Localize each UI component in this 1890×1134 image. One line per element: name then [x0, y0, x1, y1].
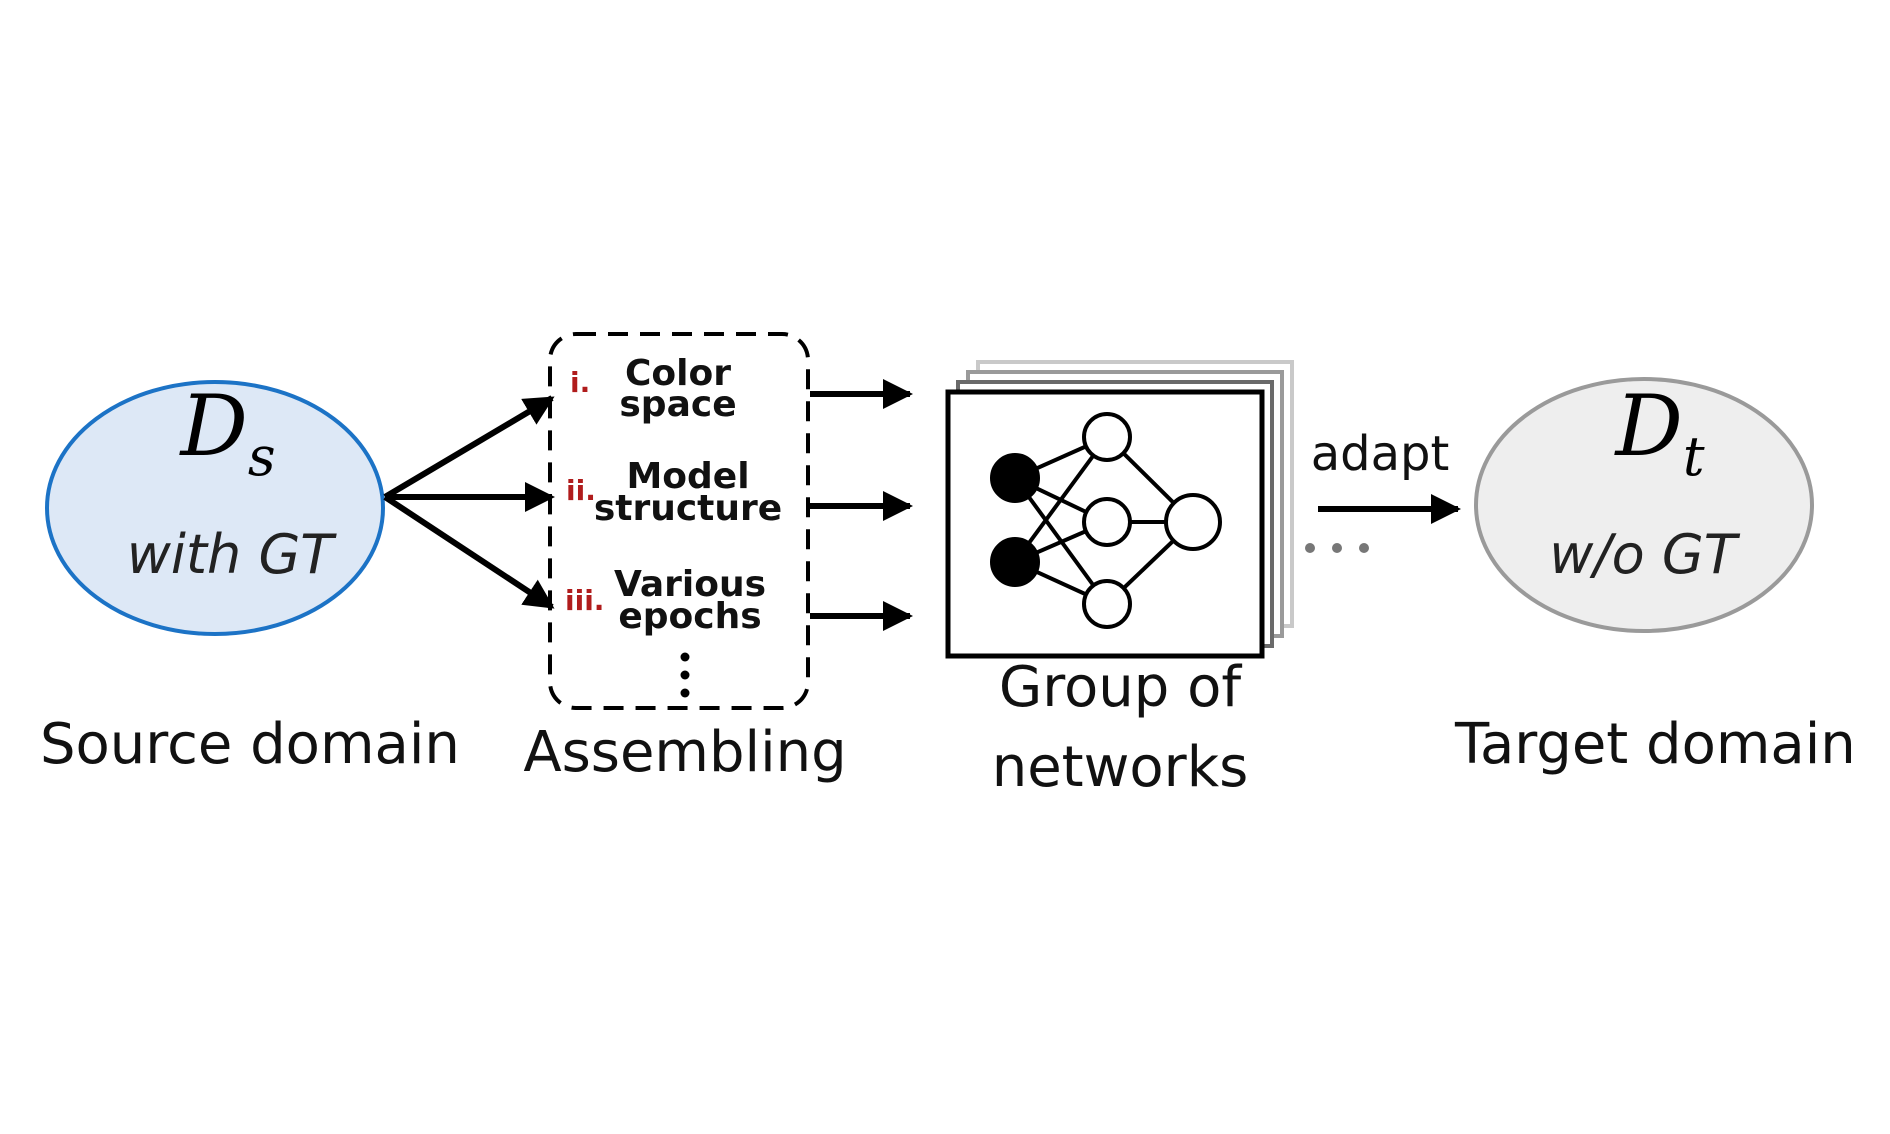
target-domain-ellipse — [1474, 377, 1814, 633]
arrow-source-to-various-epochs — [383, 494, 555, 610]
horizontal-ellipsis-icon — [1305, 543, 1369, 553]
item-color-space-line1: Color — [625, 353, 731, 394]
neural-network-icon — [990, 412, 1222, 629]
target-domain-caption: Target domain — [1455, 712, 1856, 777]
item-model-structure-line2: structure — [594, 488, 782, 529]
item-color-space-line2: space — [619, 384, 736, 425]
adapt-label: adapt — [1311, 426, 1450, 482]
source-gt-label: with GT — [127, 523, 338, 586]
vertical-ellipsis-icon — [680, 652, 690, 698]
networks-caption-line2: networks — [991, 735, 1249, 800]
item-model-structure-line1: Model — [626, 456, 749, 497]
arrow-source-to-color-space — [383, 395, 555, 500]
item-numeral-2: ii. — [566, 474, 596, 507]
item-numeral-3: iii. — [565, 584, 604, 617]
item-numeral-1: i. — [570, 366, 590, 399]
item-various-epochs-line2: epochs — [618, 596, 761, 637]
networks-caption-line1: Group of — [998, 655, 1242, 720]
target-domain-symbol: Dt — [1613, 377, 1704, 488]
assembling-dashed-box — [548, 332, 810, 710]
source-domain-caption: Source domain — [40, 712, 460, 777]
assembling-caption: Assembling — [523, 720, 847, 785]
source-domain-ellipse — [45, 380, 385, 636]
item-various-epochs-line1: Various — [614, 564, 766, 605]
source-domain-symbol: Ds — [178, 377, 275, 488]
target-gt-label: w/o GT — [1549, 523, 1740, 586]
